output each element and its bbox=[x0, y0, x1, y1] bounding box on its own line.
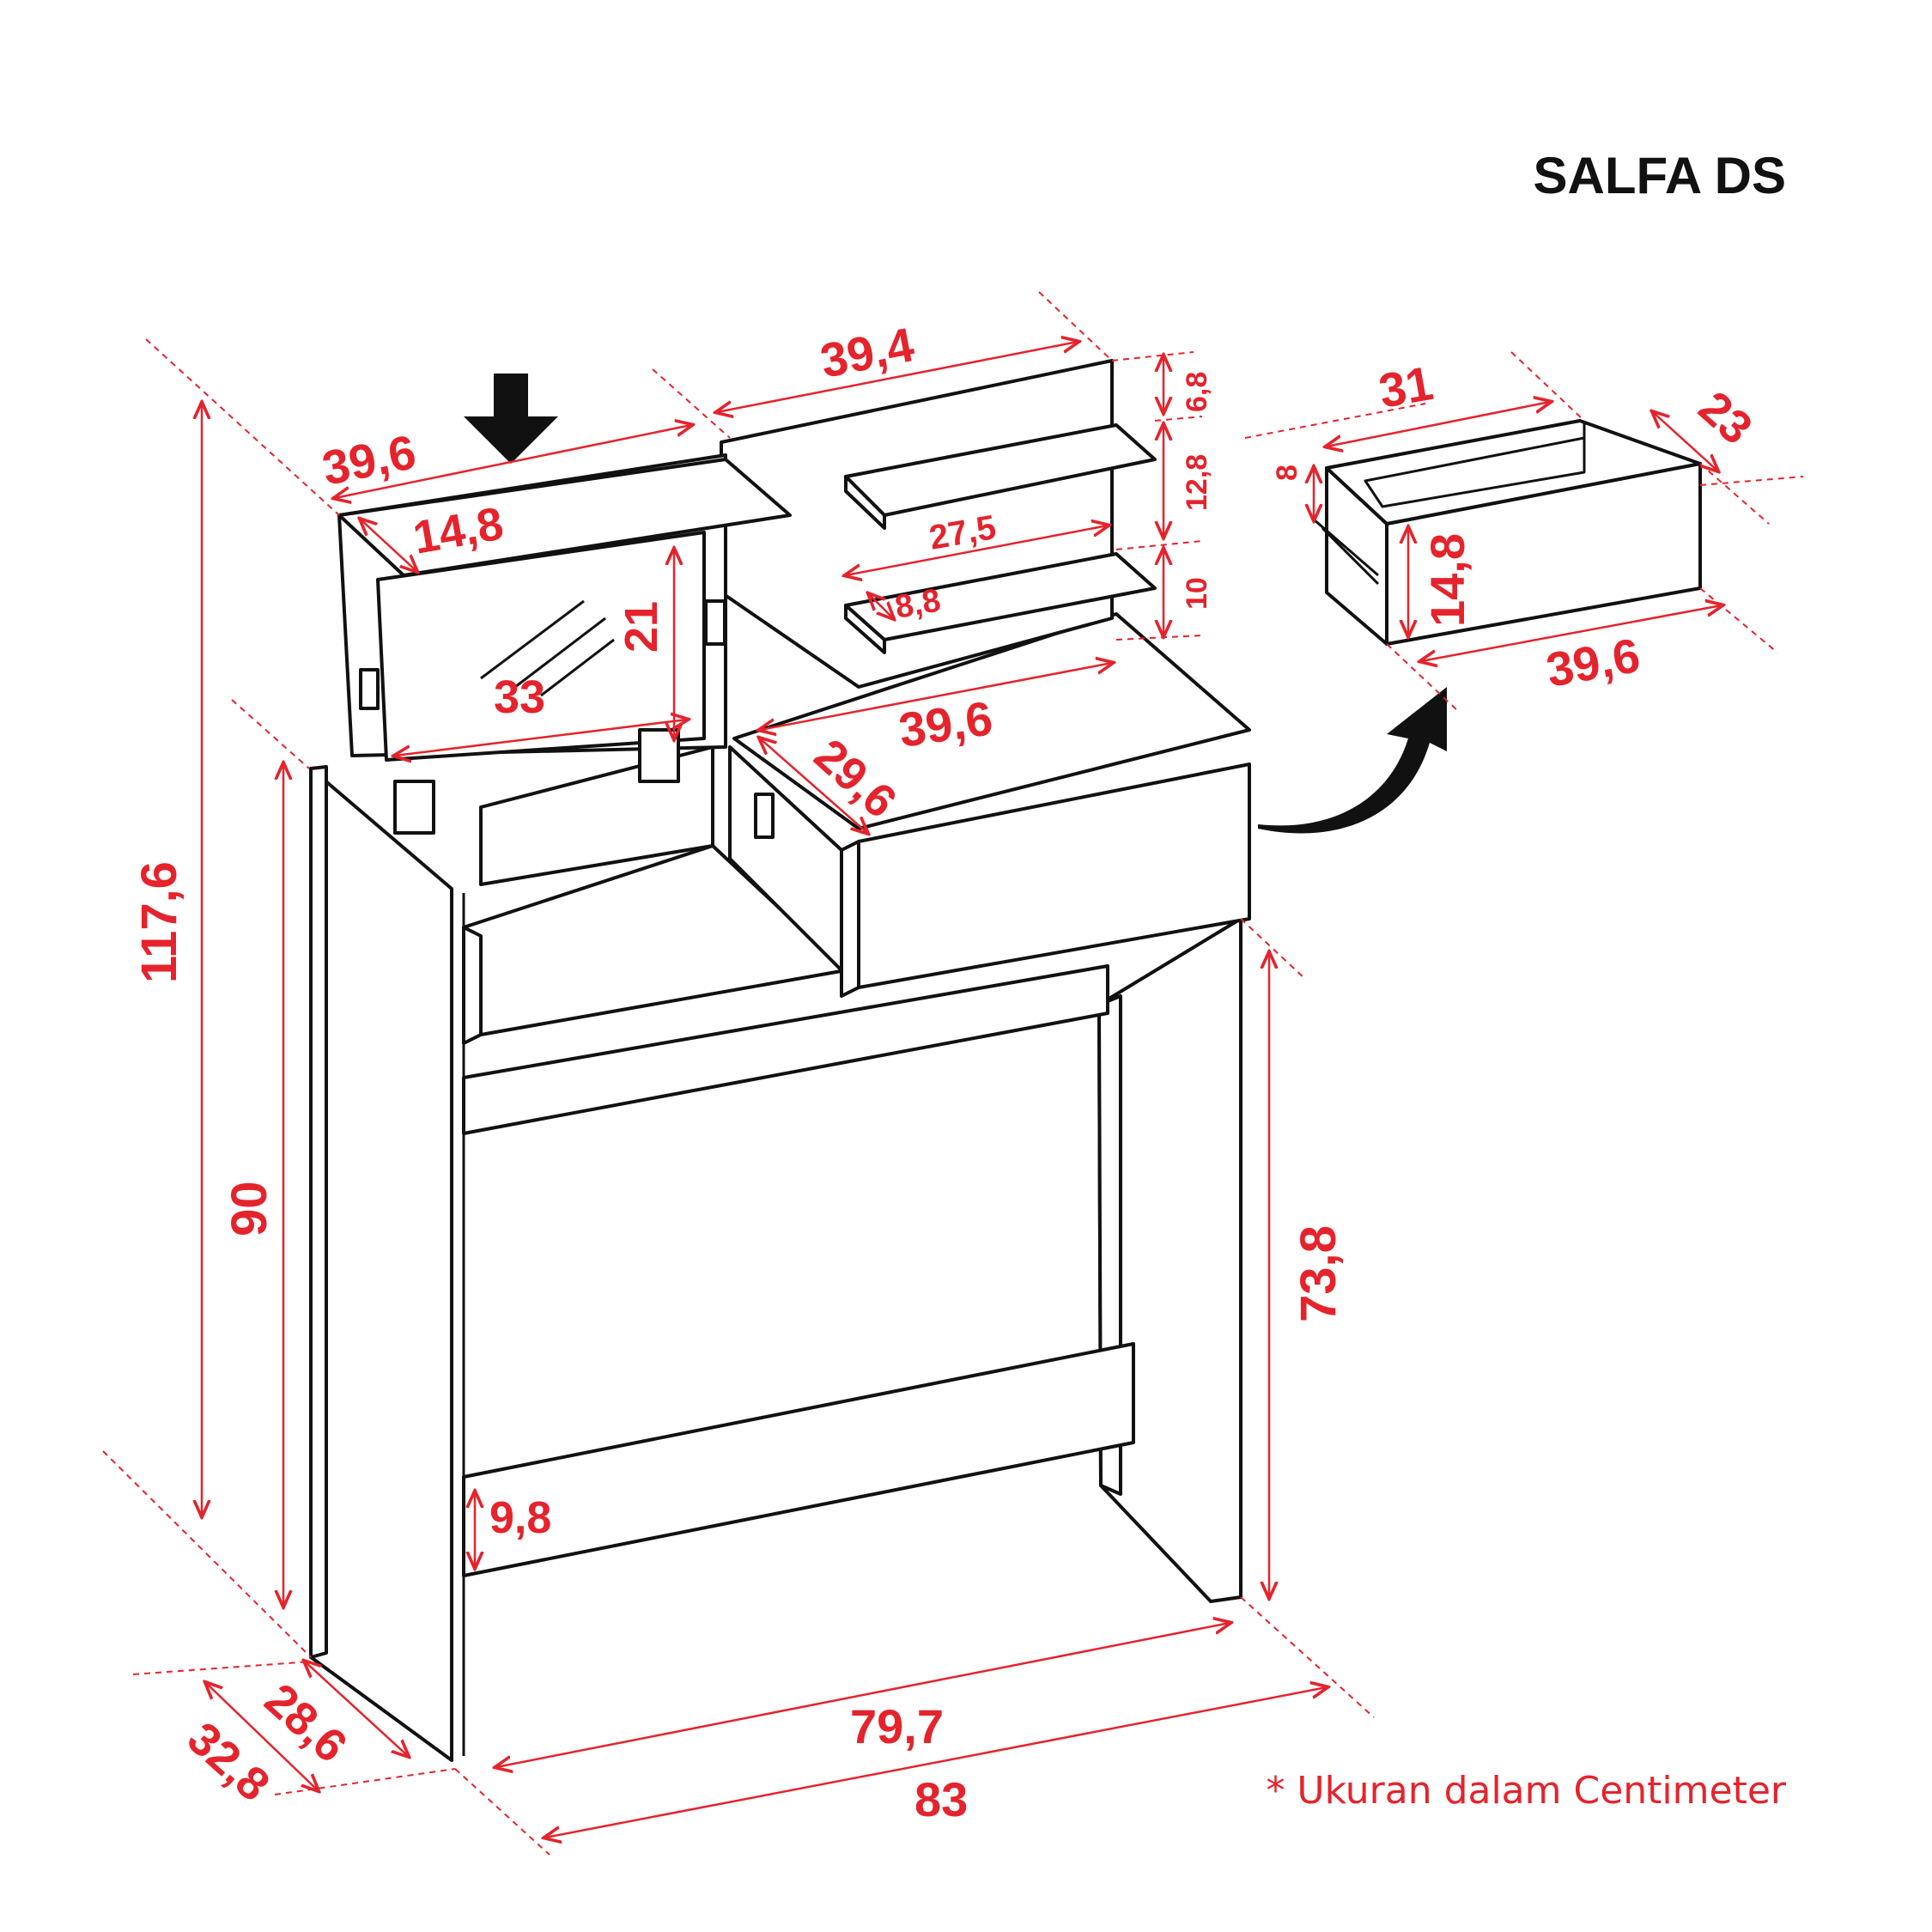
left-side-panel bbox=[309, 767, 453, 1762]
arrow-mirror-width bbox=[395, 720, 687, 756]
arrow-mirror-depth bbox=[361, 519, 416, 571]
label-drawer-top-width: 39,6 bbox=[896, 690, 996, 757]
stay-right bbox=[704, 599, 726, 646]
label-mirror-width: 33 bbox=[494, 671, 545, 723]
label-drawer-inner-width: 31 bbox=[1375, 355, 1437, 418]
arrow-shelf-length bbox=[846, 526, 1108, 575]
arrow-outer-width bbox=[545, 1687, 1327, 1838]
arrow-top-width bbox=[335, 425, 691, 498]
label-drawer-depth: 23 bbox=[1689, 381, 1762, 454]
label-drawer-side-height: 8 bbox=[1271, 465, 1303, 481]
lock-clip bbox=[754, 793, 775, 839]
mirror bbox=[376, 531, 706, 762]
arrow-drawer-inner-width bbox=[1327, 402, 1550, 447]
label-shelf-width: 39,4 bbox=[816, 317, 918, 388]
pull-out-arrow-icon bbox=[1258, 687, 1447, 834]
label-outer-width: 83 bbox=[914, 1772, 968, 1826]
label-leg-height: 73,8 bbox=[1291, 1225, 1346, 1322]
dimension-labels: 39,6 39,4 14,8 6,8 12,8 10 27,5 8,8 21 3… bbox=[131, 317, 1762, 1826]
label-outer-depth: 32,8 bbox=[178, 1712, 279, 1811]
bottom-stretcher bbox=[462, 1342, 1135, 1577]
label-table-height: 90 bbox=[222, 1181, 277, 1236]
hinge-left bbox=[393, 780, 435, 835]
down-arrow-icon bbox=[464, 374, 558, 464]
arrow-drawer-width bbox=[1421, 605, 1722, 661]
dimension-arrows bbox=[202, 342, 1722, 1838]
product-title: SALFA DS bbox=[1533, 147, 1786, 204]
vanity-table-drawing bbox=[309, 359, 1702, 1762]
arrow-shelf-depth bbox=[869, 594, 893, 618]
arrow-drawer-top-width bbox=[760, 663, 1112, 730]
label-drawer-height: 14,8 bbox=[1420, 533, 1474, 627]
hinge-right bbox=[638, 728, 680, 783]
right-drawer-side bbox=[840, 840, 860, 998]
arrow-shelf-width bbox=[717, 342, 1078, 412]
label-total-height: 117,6 bbox=[131, 861, 187, 983]
unit-note: * Ukuran dalam Centimeter bbox=[1266, 1769, 1786, 1813]
label-shelf-depth: 8,8 bbox=[892, 582, 943, 626]
stay-left bbox=[359, 668, 380, 710]
label-gap-top: 6,8 bbox=[1181, 372, 1213, 412]
label-rail-height: 9,8 bbox=[489, 1493, 551, 1543]
label-mirror-height: 21 bbox=[616, 601, 667, 653]
label-inner-width: 79,7 bbox=[850, 1699, 944, 1753]
arrow-drawer-top-depth bbox=[760, 738, 867, 833]
arrow-drawer-depth bbox=[1653, 412, 1717, 471]
label-drawer-width: 39,6 bbox=[1542, 628, 1643, 697]
label-gap-mid: 12,8 bbox=[1181, 454, 1213, 511]
arrow-inner-depth bbox=[305, 1662, 408, 1756]
arrow-outer-depth bbox=[206, 1683, 318, 1790]
lift-top-box-front bbox=[462, 926, 483, 1045]
left-panel-front-edge bbox=[309, 765, 328, 1659]
label-inner-depth: 28,6 bbox=[255, 1674, 356, 1772]
top-rail bbox=[462, 964, 1109, 1135]
label-gap-low: 10 bbox=[1181, 577, 1213, 610]
bottom-shelf-edge bbox=[844, 604, 886, 654]
